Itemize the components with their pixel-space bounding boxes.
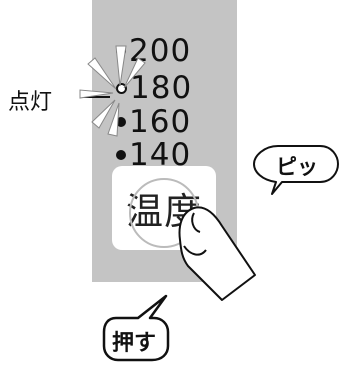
action-bubble-text: 押す [112, 331, 157, 356]
temp-row-180: 180 [116, 71, 192, 105]
sound-bubble-icon [253, 145, 339, 195]
lit-label: 点灯 [8, 90, 53, 115]
indicator-dot [116, 117, 126, 127]
indicator-dot [116, 150, 126, 160]
temp-value: 180 [130, 70, 193, 106]
indicator-dot-lit [116, 82, 127, 94]
temp-value: 160 [129, 104, 192, 140]
finger-icon [178, 206, 256, 301]
action-bubble-icon [102, 294, 170, 362]
temp-row-160: 160 [116, 105, 191, 139]
glow-rays-icon [79, 45, 146, 137]
sound-bubble-text: ピッ [276, 155, 318, 179]
